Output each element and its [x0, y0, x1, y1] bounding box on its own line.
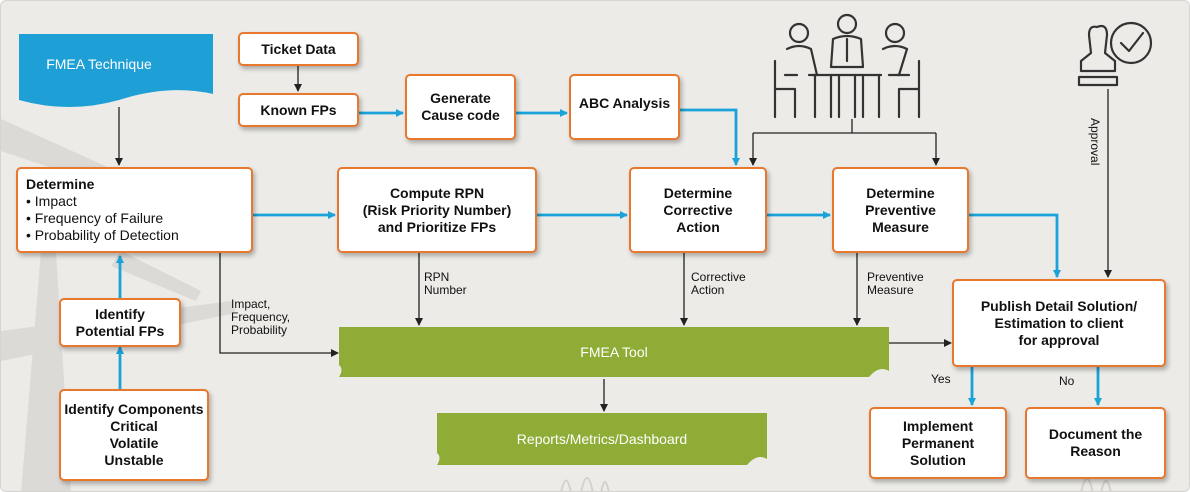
reports-dashboard-banner: Reports/Metrics/Dashboard [437, 413, 767, 465]
label-measure: Measure [867, 283, 914, 297]
label-no: No [1059, 374, 1075, 388]
identify-potential-line2: Potential FPs [75, 322, 165, 339]
implement-line1: Implement [902, 417, 973, 434]
label-frequency: Frequency, [231, 310, 291, 324]
label-preventive-measure: Preventive Measure [867, 271, 924, 297]
publish-solution-box: Publish Detail Solution/ Estimation to c… [952, 279, 1166, 367]
abc-analysis-text: ABC Analysis [578, 95, 671, 111]
label-number: Number [424, 283, 467, 297]
ticket-data-box: Ticket Data [238, 32, 359, 66]
determine-item-probability: • Probability of Detection [26, 227, 179, 243]
fmea-technique-banner: FMEA Technique [19, 34, 213, 107]
fmea-technique-text: FMEA Technique [46, 56, 152, 72]
identify-components-line3: Volatile [109, 435, 159, 451]
identify-components-box: Identify Components Critical Volatile Un… [59, 389, 209, 481]
determine-box: Determine • Impact • Frequency of Failur… [16, 167, 253, 253]
determine-item-impact: • Impact [26, 193, 77, 209]
compute-rpn-line3: and Prioritize FPs [377, 218, 497, 235]
generate-cause-code-box: Generate Cause code [405, 74, 516, 140]
label-preventive: Preventive [867, 270, 924, 284]
preventive-line3: Measure [872, 218, 929, 235]
label-corrective-action: Corrective Action [691, 271, 746, 297]
identify-components-line1: Identify Components [64, 401, 204, 417]
label-yes: Yes [931, 372, 951, 386]
identify-potential-fps-box: Identify Potential FPs [59, 298, 181, 347]
label-action: Action [691, 283, 725, 297]
label-corrective: Corrective [691, 270, 746, 284]
identify-potential-line1: Identify [95, 305, 145, 322]
document-reason-box: Document the Reason [1025, 407, 1166, 479]
identify-components-line4: Unstable [104, 452, 164, 468]
identify-components-line2: Critical [110, 418, 158, 434]
compute-rpn-box: Compute RPN (Risk Priority Number) and P… [337, 167, 537, 253]
known-fps-text: Known FPs [260, 101, 337, 118]
publish-line2: Estimation to client [994, 314, 1124, 331]
corrective-line3: Action [676, 218, 720, 235]
meeting-people-icon [773, 13, 921, 119]
preventive-line1: Determine [866, 184, 935, 201]
implement-line2: Permanent [901, 434, 975, 451]
approval-stamp-icon [1077, 21, 1153, 87]
determine-item-frequency: • Frequency of Failure [26, 210, 164, 226]
document-line1: Document the [1048, 426, 1143, 442]
publish-line3: for approval [1018, 331, 1100, 348]
implement-line3: Solution [909, 451, 966, 468]
label-approval: Approval [1088, 118, 1102, 166]
determine-title: Determine [26, 176, 95, 192]
corrective-line1: Determine [663, 184, 733, 201]
generate-text: Generate [430, 90, 491, 106]
known-fps-box: Known FPs [238, 93, 359, 127]
label-rpn-number: RPN Number [424, 271, 467, 297]
label-impact: Impact, [231, 297, 271, 311]
fmea-tool-banner: FMEA Tool [339, 327, 889, 377]
fmea-tool-text: FMEA Tool [580, 344, 647, 360]
corrective-line2: Corrective [663, 201, 733, 218]
preventive-line2: Preventive [865, 201, 936, 218]
label-impact-frequency-probability: Impact, Frequency, Probability [231, 298, 290, 337]
reports-text: Reports/Metrics/Dashboard [517, 431, 687, 447]
cause-code-text: Cause code [421, 107, 500, 123]
publish-line1: Publish Detail Solution/ [980, 297, 1138, 314]
determine-corrective-action-box: Determine Corrective Action [629, 167, 767, 253]
label-rpn: RPN [424, 270, 450, 284]
abc-analysis-box: ABC Analysis [569, 74, 680, 140]
compute-rpn-line2: (Risk Priority Number) [362, 201, 512, 218]
implement-solution-box: Implement Permanent Solution [869, 407, 1007, 479]
determine-preventive-measure-box: Determine Preventive Measure [832, 167, 969, 253]
label-probability: Probability [231, 323, 288, 337]
document-line2: Reason [1070, 443, 1121, 459]
compute-rpn-line1: Compute RPN [389, 184, 485, 201]
ticket-data-text: Ticket Data [261, 40, 336, 57]
